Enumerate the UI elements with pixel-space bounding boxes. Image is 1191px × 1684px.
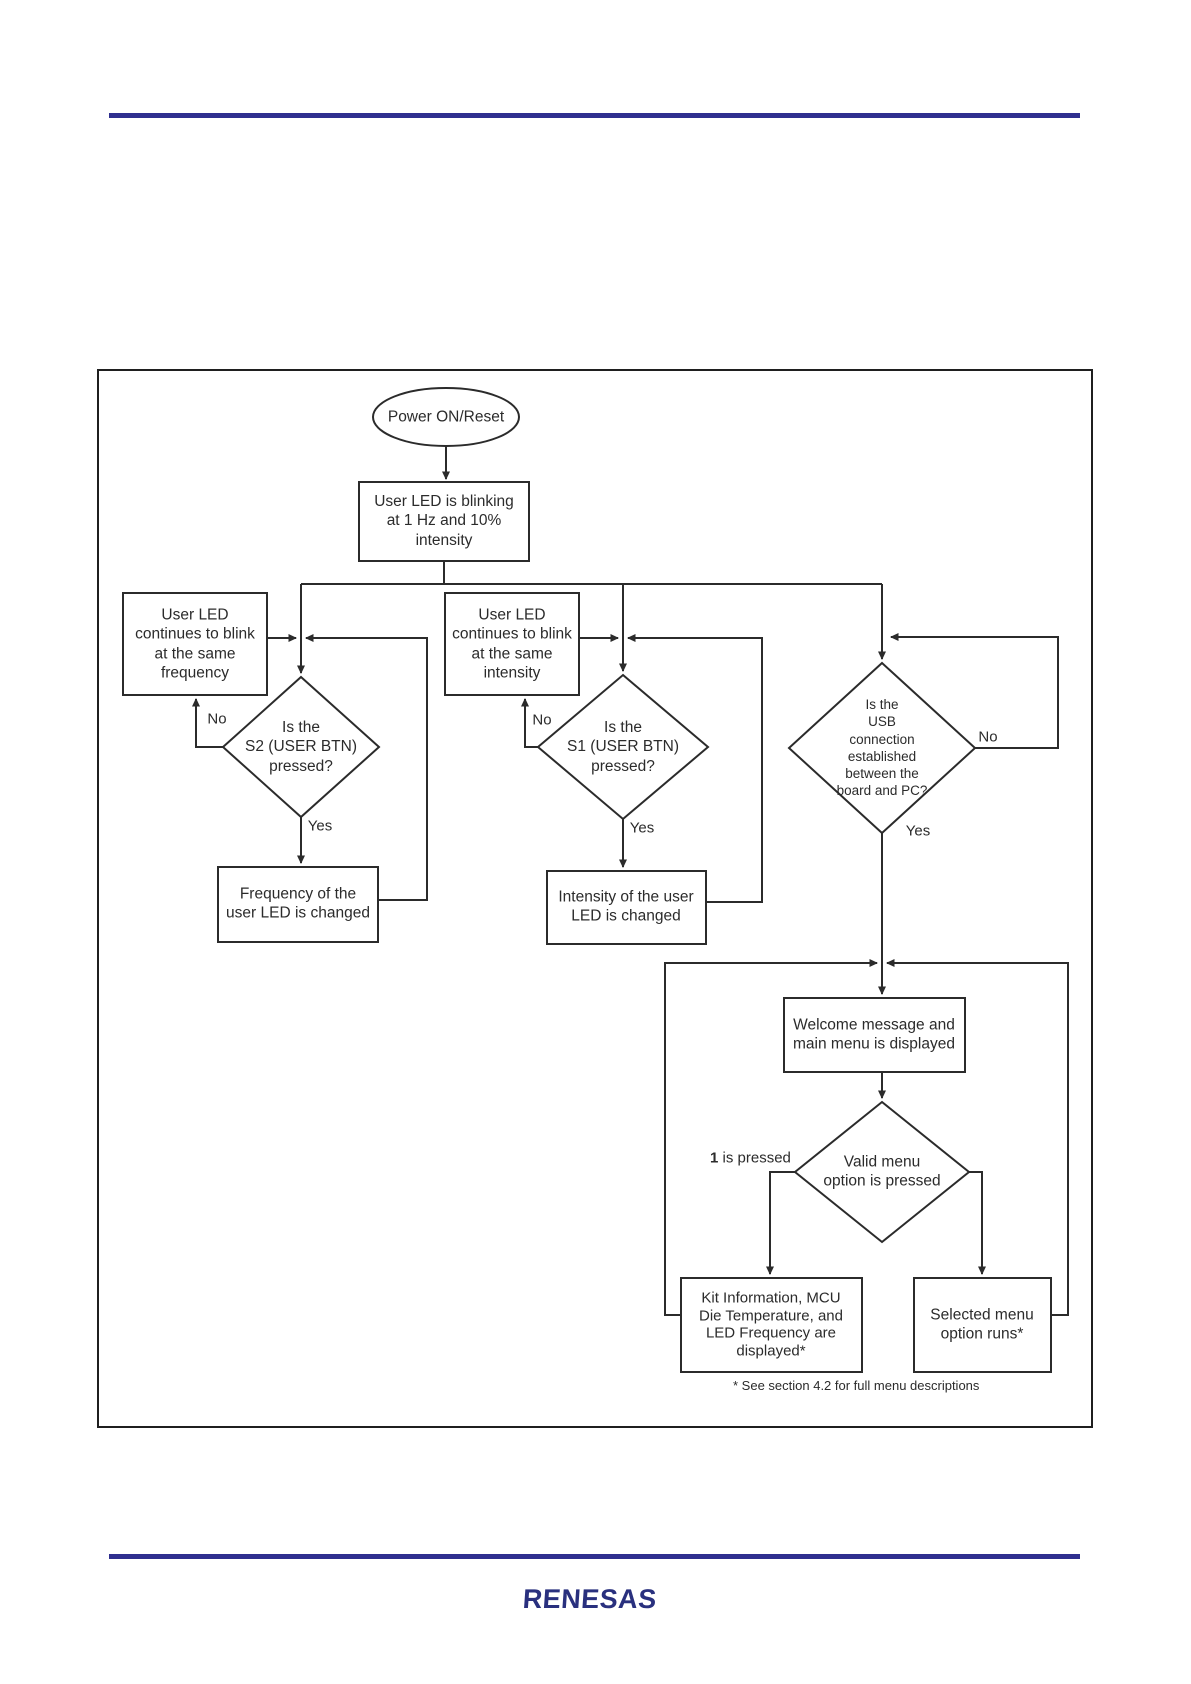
welcome-box — [783, 997, 966, 1073]
edge-valid-to-kit — [766, 1171, 795, 1275]
s2-question-label: Is the S2 (USER BTN) pressed? — [245, 718, 357, 775]
usb-question-label: Is the USB connection established betwee… — [836, 697, 928, 799]
edge-usb-no-loop — [890, 633, 1059, 749]
one-pressed-rest: is pressed — [718, 1149, 791, 1167]
selected-menu-box — [913, 1277, 1052, 1373]
led-blinking-label: User LED is blinking at 1 Hz and 10% int… — [374, 492, 514, 549]
continue-frequency-box — [122, 592, 268, 696]
continue-intensity-label: User LED continues to blink at the same … — [452, 606, 572, 682]
one-pressed-label: 1 is pressed — [710, 1150, 791, 1167]
start-label: Power ON/Reset — [387, 408, 505, 426]
kit-info-box — [680, 1277, 863, 1373]
one-pressed-bold: 1 — [710, 1149, 719, 1167]
top-rule — [109, 113, 1080, 118]
selected-menu-label: Selected menu option runs* — [930, 1306, 1034, 1343]
renesas-logo: RENESAS — [522, 1584, 658, 1614]
edge-s1-no — [521, 698, 538, 748]
s2-yes-label: Yes — [307, 817, 333, 835]
continue-frequency-label: User LED continues to blink at the same … — [135, 606, 255, 682]
intensity-changed-box — [546, 870, 707, 945]
flowchart-frame — [97, 369, 1093, 1428]
frequency-changed-box — [217, 866, 379, 943]
frequency-changed-label: Frequency of the user LED is changed — [226, 885, 370, 922]
edge-s2-no — [192, 698, 223, 748]
usb-no-label: No — [978, 728, 998, 746]
continue-intensity-box — [444, 592, 580, 696]
valid-menu-label: Valid menu option is pressed — [823, 1153, 941, 1190]
s2-no-label: No — [207, 710, 227, 728]
renesas-logo-text: RENESAS — [522, 1584, 658, 1614]
s1-no-label: No — [532, 711, 552, 729]
welcome-label: Welcome message and main menu is display… — [793, 1016, 955, 1053]
edge-freqchanged-loop — [305, 634, 428, 901]
s1-yes-label: Yes — [629, 819, 655, 837]
intensity-changed-label: Intensity of the user LED is changed — [558, 888, 694, 925]
footnote: * See section 4.2 for full menu descript… — [733, 1378, 980, 1393]
valid-menu-diamond — [793, 1100, 971, 1244]
edge-intchanged-loop — [627, 634, 763, 903]
usb-yes-label: Yes — [905, 822, 931, 840]
edge-kit-loop — [664, 959, 878, 1316]
edge-valid-to-selected — [969, 1171, 986, 1275]
edge-selected-loop — [886, 959, 1069, 1316]
kit-info-label: Kit Information, MCU Die Temperature, an… — [699, 1289, 843, 1360]
bottom-rule — [109, 1554, 1080, 1559]
s1-question-label: Is the S1 (USER BTN) pressed? — [567, 718, 679, 775]
